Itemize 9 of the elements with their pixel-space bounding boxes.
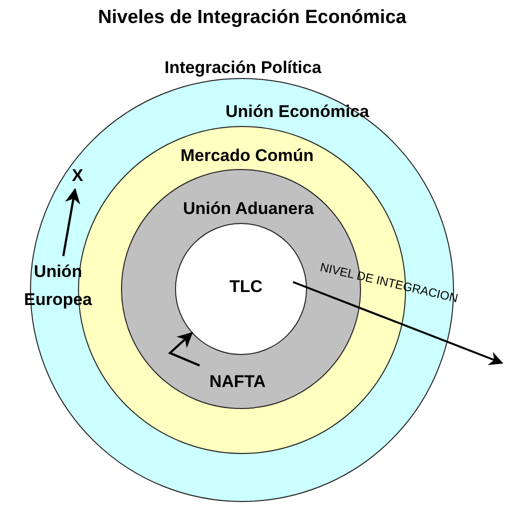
country-label: X bbox=[70, 164, 84, 186]
level-label: Integración Política bbox=[164, 58, 322, 78]
level-label: Mercado Común bbox=[180, 145, 314, 167]
level-label: Unión Aduanera bbox=[183, 198, 314, 220]
level-label: TLC bbox=[230, 276, 263, 298]
arrow bbox=[168, 332, 200, 367]
country-label: NAFTA bbox=[208, 370, 267, 392]
arrow bbox=[62, 188, 80, 256]
title: Niveles de Integración Económica bbox=[98, 7, 406, 29]
